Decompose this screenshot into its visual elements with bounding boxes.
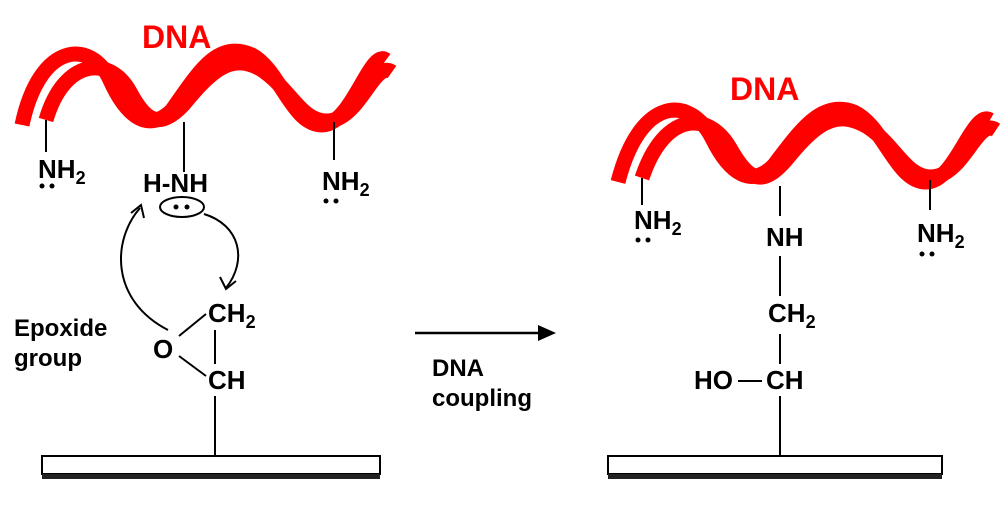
right-amine-1-lone-pair-dot-2 bbox=[645, 237, 651, 243]
arrowhead-2 bbox=[219, 276, 237, 291]
right-amine-3: NH2 bbox=[917, 218, 965, 252]
right-amine-3-lone-pair-dot-1 bbox=[919, 251, 925, 257]
arrow-caption-line-2: coupling bbox=[432, 385, 532, 412]
epoxide-bond-o-ch bbox=[178, 355, 207, 377]
left-dna-label: DNA bbox=[142, 19, 211, 55]
right-dna-label: DNA bbox=[730, 71, 799, 107]
coupling-arrow: DNA coupling bbox=[415, 325, 556, 412]
arrowhead-1 bbox=[130, 203, 145, 219]
right-dna-helix bbox=[610, 101, 1000, 190]
reaction-arrowhead bbox=[538, 325, 556, 341]
left-amine-1: NH2 bbox=[38, 154, 86, 188]
electron-push-arrows bbox=[120, 203, 240, 331]
electron-arrow-1 bbox=[120, 207, 169, 331]
epoxide-ch: CH bbox=[208, 365, 246, 395]
left-surface-base bbox=[42, 474, 380, 479]
lone-pair-circle bbox=[159, 196, 205, 218]
arrow-caption-line-1: DNA bbox=[432, 355, 484, 382]
right-amine-2: NH bbox=[766, 222, 804, 252]
left-amine-1-lone-pair-dot-1 bbox=[39, 183, 45, 189]
left-panel: DNA NH2 H-NH NH2 Epoxide g bbox=[14, 19, 397, 479]
right-surface-base bbox=[608, 474, 942, 479]
right-dna-strand-2 bbox=[634, 111, 1000, 185]
epoxide-label-line-1: Epoxide bbox=[14, 315, 107, 342]
left-amine-1-lone-pair-dot-2 bbox=[49, 183, 55, 189]
left-amine-2-lone-pair-dot-1 bbox=[173, 204, 179, 210]
left-amine-3-lone-pair-dot-2 bbox=[333, 198, 339, 204]
epoxide-oxygen: O bbox=[153, 334, 173, 364]
right-panel: DNA NH2 NH NH2 CH2 HO CH bbox=[607, 71, 1000, 479]
left-amine-2: H-NH bbox=[143, 168, 208, 198]
left-amine-3: NH2 bbox=[322, 166, 370, 200]
electron-arrow-2 bbox=[203, 213, 240, 289]
left-surface bbox=[41, 455, 381, 475]
linker-ch: CH bbox=[766, 365, 804, 395]
epoxide-bond-o-ch2 bbox=[178, 313, 207, 337]
right-amine-1: NH2 bbox=[634, 205, 682, 239]
left-dna-helix bbox=[14, 43, 397, 133]
linker-ch2: CH2 bbox=[768, 298, 816, 332]
epoxide-label-line-2: group bbox=[14, 345, 82, 372]
right-amine-1-lone-pair-dot-1 bbox=[635, 237, 641, 243]
right-amine-3-lone-pair-dot-2 bbox=[929, 251, 935, 257]
left-dna-strand-2 bbox=[38, 55, 397, 129]
left-amine-2-lone-pair-dot-2 bbox=[184, 204, 190, 210]
linker-ho: HO bbox=[694, 365, 733, 395]
left-amine-3-lone-pair-dot-1 bbox=[323, 198, 329, 204]
epoxide-ch2: CH2 bbox=[208, 298, 256, 332]
right-surface bbox=[607, 455, 943, 475]
